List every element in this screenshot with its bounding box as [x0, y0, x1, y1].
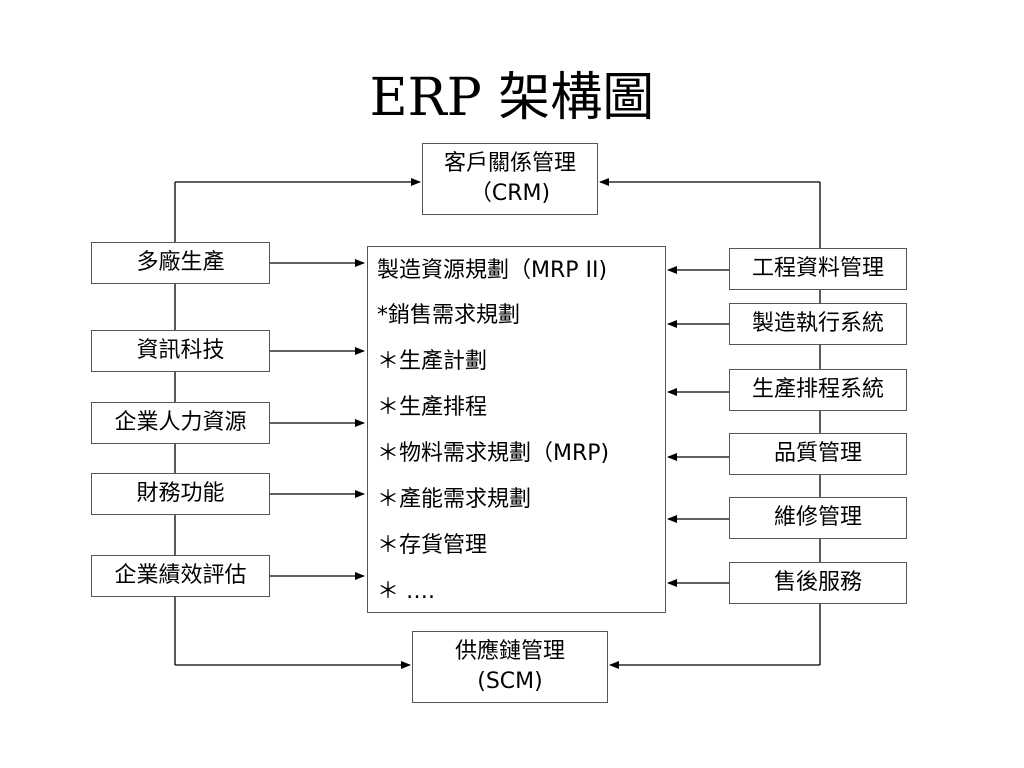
mrp2-core-box: 製造資源規劃（MRP II) *銷售需求規劃 ＊生產計劃 ＊生產排程 ＊物料需求… [367, 246, 666, 613]
right-module-engineering-data: 工程資料管理 [729, 248, 907, 290]
core-item-production-scheduling: ＊生產排程 [377, 395, 488, 420]
core-item-capacity-planning: ＊產能需求規劃 [377, 487, 532, 512]
left-module-hr: 企業人力資源 [91, 402, 270, 444]
right-module-scheduling: 生產排程系統 [729, 369, 907, 411]
scm-module-box: 供應鏈管理 (SCM) [412, 631, 608, 703]
core-item-inventory: ＊存貨管理 [377, 533, 488, 558]
crm-module-box: 客戶關係管理 （CRM) [422, 143, 598, 215]
left-module-it: 資訊科技 [91, 330, 270, 372]
right-module-maintenance: 維修管理 [729, 497, 907, 539]
right-module-after-sales: 售後服務 [729, 562, 907, 604]
core-item-production-planning: ＊生產計劃 [377, 349, 488, 374]
core-item-mrp: ＊物料需求規劃（MRP) [377, 441, 610, 466]
scm-module-label: 供應鏈管理 [454, 639, 565, 664]
crm-module-label: 客戶關係管理 [443, 151, 576, 176]
left-module-multi-plant: 多廠生產 [91, 242, 270, 284]
crm-module-abbr: （CRM) [469, 181, 551, 206]
core-item-sales-planning: *銷售需求規劃 [377, 303, 521, 328]
right-module-quality: 品質管理 [729, 433, 907, 475]
left-module-finance: 財務功能 [91, 473, 270, 515]
scm-module-abbr: (SCM) [477, 669, 543, 694]
mrp2-core-title: 製造資源規劃（MRP II) [377, 258, 608, 283]
core-item-more: ＊ …. [377, 579, 435, 604]
left-module-performance: 企業績效評估 [91, 555, 270, 597]
right-module-mes: 製造執行系統 [729, 303, 907, 345]
diagram-title: ERP 架構圖 [369, 68, 655, 128]
